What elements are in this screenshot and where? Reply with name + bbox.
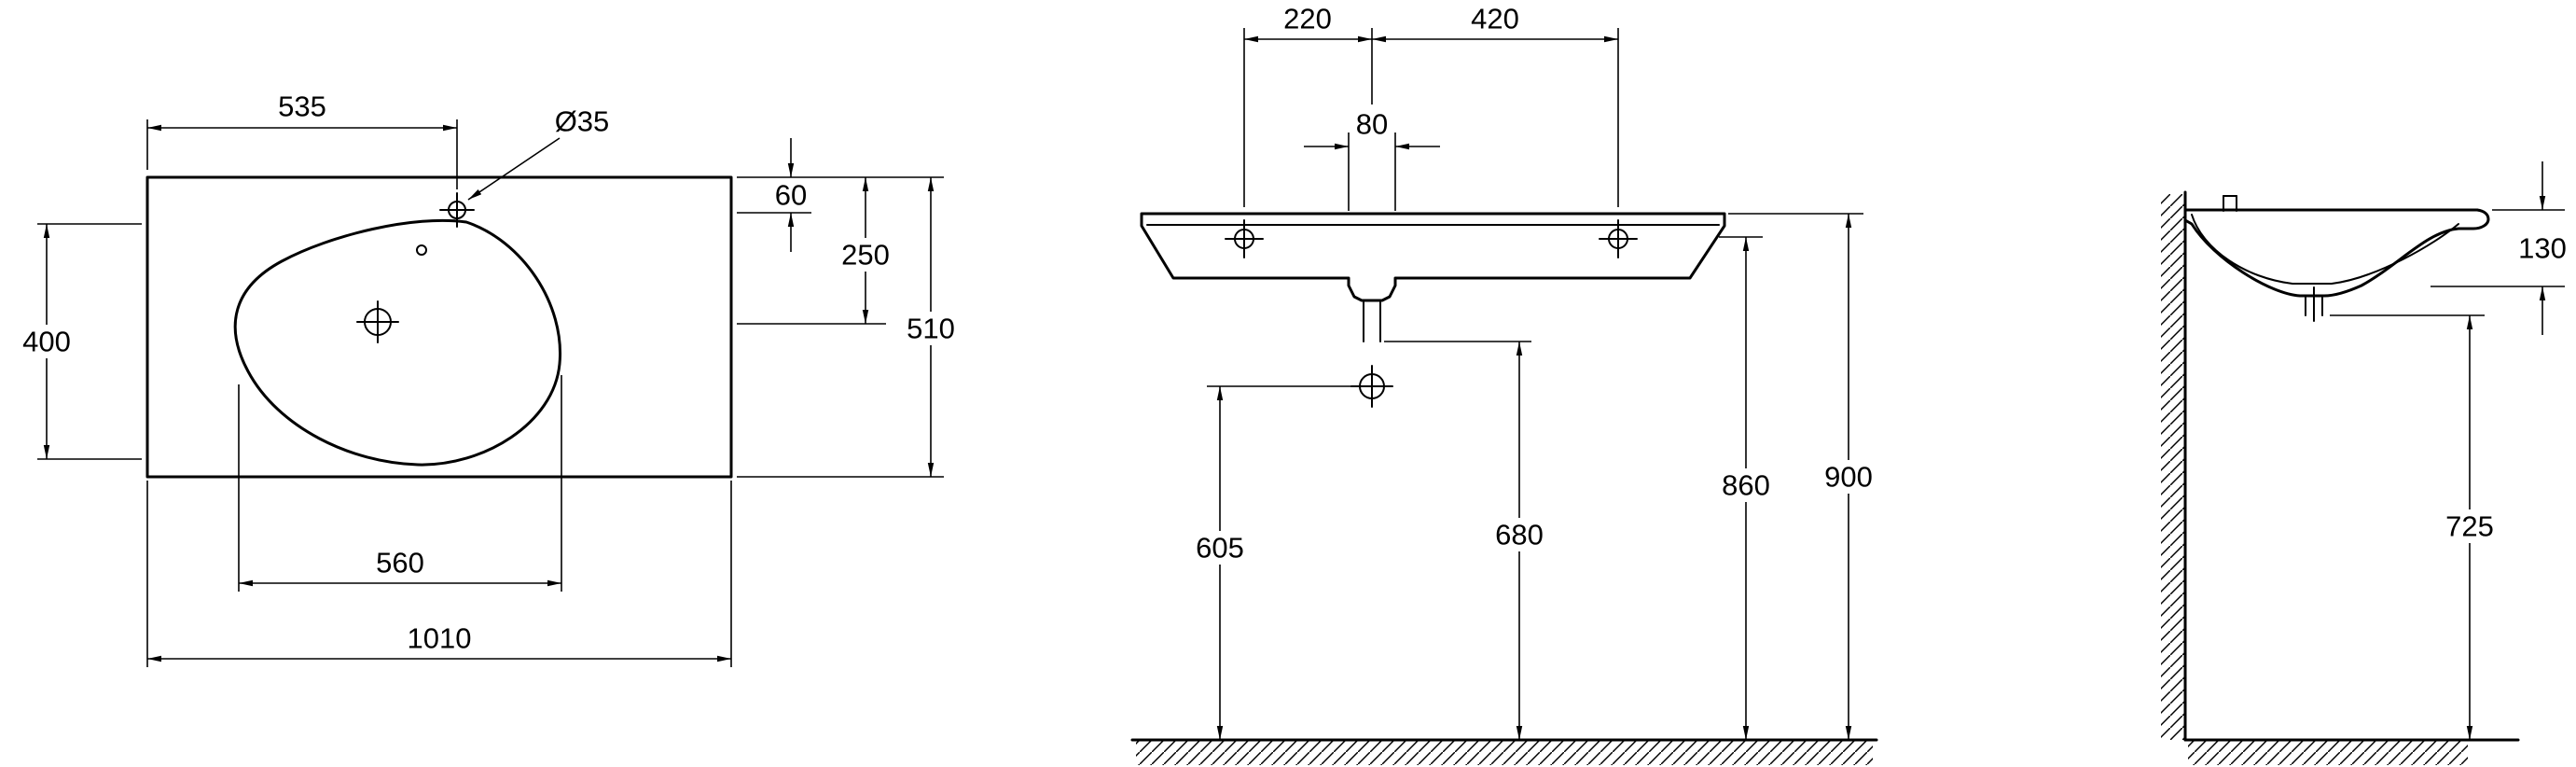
dim-label-bowl-depth: 400 <box>22 326 71 358</box>
dim-bowl-width: 560 <box>238 375 562 592</box>
left-hole-symbol <box>1225 219 1264 258</box>
dim-bowl-depth: 400 <box>22 223 142 460</box>
dim-drain-width: 80 <box>1304 108 1440 211</box>
floor-front <box>1130 738 1878 765</box>
dim-drain-to-left-hole: 220 <box>1244 3 1372 43</box>
dim-rim-to-faucet: 60 <box>775 138 807 252</box>
countertop-outline <box>145 175 733 479</box>
basin-front-outline <box>1140 212 1726 302</box>
dim-side-outlet-height: 725 <box>2330 314 2494 740</box>
floor-hatch-side <box>2188 741 2468 765</box>
dim-label-rim-to-faucet: 60 <box>775 179 807 212</box>
dim-label-hole-diameter: Ø35 <box>555 105 610 138</box>
dim-label-420: 420 <box>1471 3 1519 35</box>
dim-underside-height: 860 <box>1719 236 1770 740</box>
dim-label-680: 680 <box>1495 519 1544 551</box>
right-hole-symbol <box>1599 219 1638 258</box>
dim-overall-depth: 510 <box>907 177 955 477</box>
basin-outline <box>233 218 562 467</box>
dim-label-605: 605 <box>1196 532 1244 565</box>
dim-hole-diameter: Ø35 <box>467 105 610 201</box>
dim-label-80: 80 <box>1356 108 1388 141</box>
dim-overall-width: 1010 <box>146 481 732 667</box>
dim-label-overall-depth: 510 <box>907 313 955 345</box>
dim-label-bowl-width: 560 <box>376 547 424 579</box>
drain-symbol <box>356 300 399 343</box>
dim-outlet-height: 680 <box>1384 341 1544 740</box>
wall <box>2161 190 2187 742</box>
floor-side <box>2183 738 2520 765</box>
overflow-hole <box>416 244 427 256</box>
dim-label-220: 220 <box>1283 3 1332 35</box>
dim-label-faucet-offset: 535 <box>278 91 326 123</box>
dim-front-rim-height: 130 <box>2431 161 2567 335</box>
dim-label-900: 900 <box>1824 461 1873 494</box>
basin-section <box>2183 195 2490 322</box>
front-view: 220 420 80 605 680 <box>1130 3 1878 765</box>
dim-label-725: 725 <box>2445 510 2494 543</box>
dim-label-130: 130 <box>2518 232 2567 265</box>
dim-rim-to-drain: 250 <box>841 177 890 324</box>
dim-overall-height: 900 <box>1728 213 1873 740</box>
faucet-hole-symbol <box>439 192 475 228</box>
dim-label-860: 860 <box>1722 469 1770 502</box>
side-view: 130 725 <box>2161 161 2567 765</box>
dim-trap-height: 605 <box>1196 385 1352 740</box>
plan-view: 535 Ø35 400 560 1010 <box>22 91 955 667</box>
dim-label-overall-width: 1010 <box>408 622 472 655</box>
dim-drain-to-right-hole: 420 <box>1372 3 1618 43</box>
dim-label-rim-to-drain: 250 <box>841 239 890 272</box>
wall-hatch <box>2161 194 2185 740</box>
waste-outlet-symbol <box>1350 365 1393 408</box>
floor-hatch-front <box>1136 741 1873 765</box>
dim-faucet-offset: 535 <box>146 91 458 189</box>
